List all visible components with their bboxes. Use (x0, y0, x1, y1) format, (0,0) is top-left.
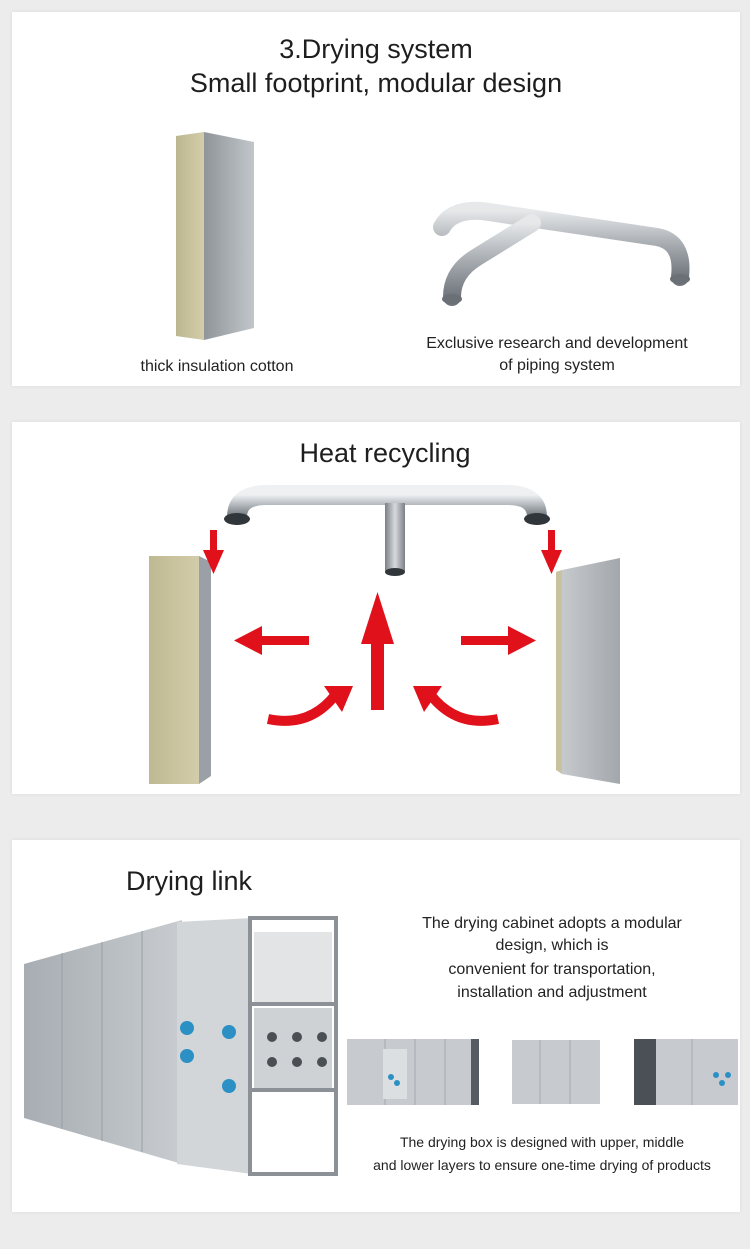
module-unit-upper-image (634, 1039, 738, 1105)
section-title: Drying link (126, 866, 253, 896)
down-arrow-left-icon (203, 530, 224, 574)
caption-line2: and lower layers to ensure one-time dryi… (373, 1157, 711, 1173)
up-arrow-center-icon (361, 592, 394, 710)
left-arrow-icon (234, 626, 309, 655)
down-arrow-right-icon (541, 530, 562, 574)
drying-system-card: 3.Drying system Small footprint, modular… (12, 12, 740, 386)
right-arrow-icon (461, 626, 536, 655)
left-panel-image (149, 556, 211, 784)
caption-line1: The drying box is designed with upper, m… (399, 1134, 685, 1150)
t-pipe-image (224, 485, 550, 576)
description-line2: design, which is (495, 937, 609, 954)
caption-insulation: thick insulation cotton (140, 358, 294, 375)
heat-flow-arrows (203, 530, 562, 726)
right-panel-image (556, 558, 620, 784)
module-unit-middle-image (512, 1040, 600, 1104)
curved-arrow-left-icon (266, 686, 353, 726)
drying-link-card: Drying link The drying cabinet adopts a … (12, 840, 740, 1212)
insulation-panel-image (176, 132, 254, 340)
module-unit-lower-image (347, 1039, 479, 1105)
drying-cabinet-image (24, 916, 338, 1176)
curved-arrow-right-icon (413, 686, 500, 726)
piping-system-image (433, 201, 690, 306)
description-line3: convenient for transportation, (448, 961, 656, 978)
section-title-line2: Small footprint, modular design (189, 68, 563, 98)
description-line1: The drying cabinet adopts a modular (422, 915, 682, 932)
section-title: Heat recycling (299, 438, 471, 468)
section-title-line1: 3.Drying system (279, 34, 473, 64)
caption-piping-line2: of piping system (499, 357, 615, 374)
caption-piping-line1: Exclusive research and development (426, 335, 688, 352)
description-line4: installation and adjustment (457, 984, 647, 1001)
heat-recycling-card: Heat recycling (12, 422, 740, 794)
